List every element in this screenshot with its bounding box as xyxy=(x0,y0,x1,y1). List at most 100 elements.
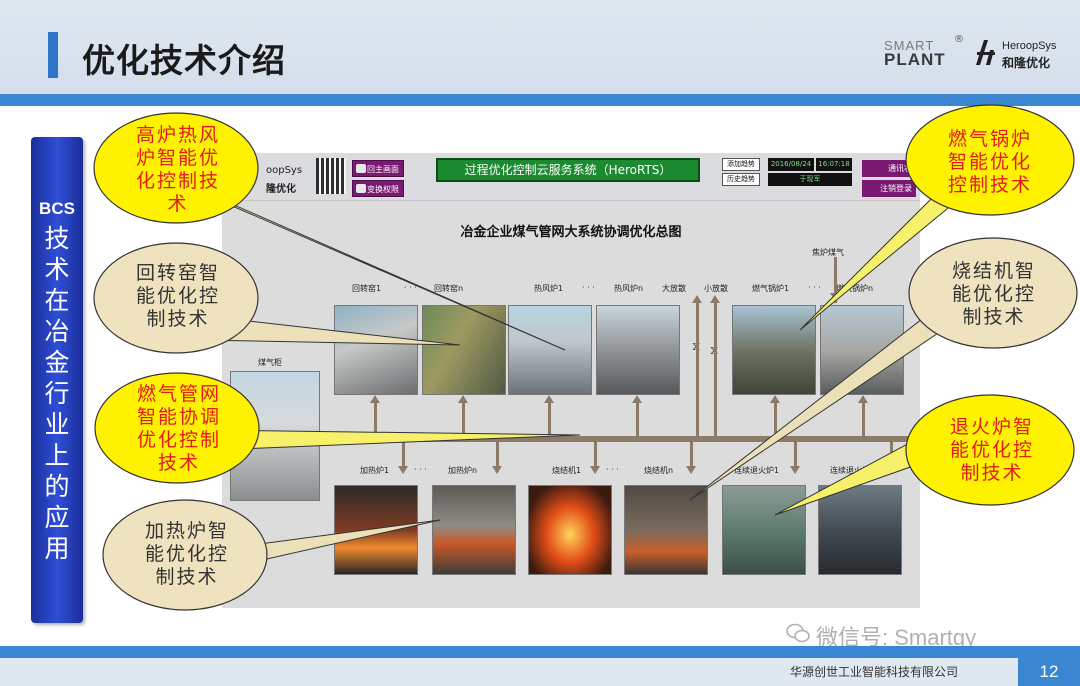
label-dots: · · · xyxy=(404,283,417,292)
hmi-toolbar: oopSys 隆优化 回主画面 变换权限 过程优化控制云服务系统（HeroRTS… xyxy=(222,153,920,201)
arrow-up-icon xyxy=(858,395,868,403)
change-permission-button[interactable]: 变换权限 xyxy=(352,180,404,197)
photo-heating-furnace-1 xyxy=(334,485,418,575)
side-banner-char: 技 xyxy=(44,224,70,253)
side-banner-char: 业 xyxy=(44,410,70,439)
callout-gas-network: 燃气管网智能协调优化控制技术 xyxy=(136,383,221,474)
time-display: 16:07:18 xyxy=(816,158,852,171)
arrow-up-icon xyxy=(710,295,720,303)
footer-divider xyxy=(0,646,1080,658)
photo-annealing-1 xyxy=(722,485,806,575)
hmi-logo-text: oopSys xyxy=(266,165,303,176)
callout-gas-boiler: 燃气锅炉智能优化控制技术 xyxy=(947,128,1032,196)
callout-annealing: 退火炉智能优化控制技术 xyxy=(949,416,1034,484)
page-title: 优化技术介绍 xyxy=(82,41,286,80)
label-sinter-1: 烧结机1 xyxy=(552,466,582,475)
comm-status-button[interactable]: 通讯状 xyxy=(862,160,916,177)
home-icon xyxy=(356,164,366,173)
side-banner-char: 应 xyxy=(44,503,70,532)
photo-hot-stove-1 xyxy=(508,305,592,395)
header-divider xyxy=(0,94,1080,106)
arrow-up-icon xyxy=(632,395,642,403)
label-gas-holder: 煤气柜 xyxy=(258,358,282,367)
hmi-logo-cn: 隆优化 xyxy=(266,184,296,195)
logo-plant-text: PLANT xyxy=(884,50,946,69)
photo-gas-boiler-n xyxy=(820,305,904,395)
page-number: 12 xyxy=(1018,658,1080,686)
photo-heating-furnace-n xyxy=(432,485,516,575)
label-coke-gas: 焦炉煤气 xyxy=(812,248,844,257)
side-banner: BCS 技术在冶金行业上的应用 xyxy=(31,137,83,623)
arrow-up-icon xyxy=(544,395,554,403)
label-stove-n: 热风炉n xyxy=(614,284,644,293)
slide-footer xyxy=(0,658,1080,686)
arrow-up-icon xyxy=(770,395,780,403)
label-anneal-2: 连续退火炉2 xyxy=(830,466,876,475)
heroopsys-mark-icon xyxy=(976,40,995,65)
pipe-branch xyxy=(548,403,551,436)
label-kiln-1: 回转窑1 xyxy=(352,284,382,293)
qr-code-icon xyxy=(316,158,346,194)
side-banner-char: 金 xyxy=(44,348,70,377)
callout-heating-furnace: 加热炉智能优化控制技术 xyxy=(144,520,229,588)
arrow-up-icon xyxy=(458,395,468,403)
label-vent-small: 小放散 xyxy=(704,284,728,293)
hmi-system-title: 过程优化控制云服务系统（HeroRTS） xyxy=(436,158,700,182)
photo-rotary-kiln-1 xyxy=(334,305,418,395)
side-banner-acronym: BCS xyxy=(39,199,75,218)
home-button[interactable]: 回主画面 xyxy=(352,160,404,177)
pipe-branch xyxy=(690,442,693,468)
gas-main-pipe xyxy=(320,436,920,442)
side-banner-char: 行 xyxy=(44,379,70,408)
label-dots: · · · xyxy=(414,465,427,474)
photo-gas-boiler-1 xyxy=(732,305,816,395)
pipe-vent-small xyxy=(714,303,717,436)
photo-annealing-2 xyxy=(818,485,902,575)
label-stove-1: 热风炉1 xyxy=(534,284,564,293)
logo-smart-text: SMART xyxy=(884,38,935,53)
arrow-down-icon xyxy=(830,293,840,301)
side-banner-char: 冶 xyxy=(44,317,70,346)
side-banner-text: 技术在冶金行业上的应用 xyxy=(31,223,83,564)
pipe-branch xyxy=(794,442,797,468)
permission-button-label: 变换权限 xyxy=(367,185,399,194)
title-accent-bar xyxy=(48,32,58,78)
user-display: 于现军 xyxy=(768,173,852,186)
callout-sinter: 烧结机智能优化控制技术 xyxy=(951,260,1036,328)
pipe-branch xyxy=(774,403,777,436)
photo-rotary-kiln-n xyxy=(422,305,506,395)
photo-gas-holder xyxy=(230,371,320,501)
footer-company: 华源创世工业智能科技有限公司 xyxy=(790,665,959,679)
label-heating-1: 加热炉1 xyxy=(360,466,390,475)
pipe-branch xyxy=(462,403,465,436)
pipe-branch xyxy=(862,403,865,436)
logo-hero-en: HeroopSys xyxy=(1002,40,1057,52)
pipe-branch xyxy=(496,442,499,468)
pipe-branch xyxy=(890,442,893,468)
photo-sinter-1 xyxy=(528,485,612,575)
home-button-label: 回主画面 xyxy=(367,165,399,174)
pipe-branch xyxy=(636,403,639,436)
overview-title: 冶金企业煤气管网大系统协调优化总图 xyxy=(460,225,682,240)
arrow-down-icon xyxy=(886,466,896,474)
wechat-icon xyxy=(786,623,810,643)
label-dots: · · · xyxy=(808,283,821,292)
pipe-vent-big xyxy=(696,303,699,436)
arrow-down-icon xyxy=(398,466,408,474)
side-banner-char: 在 xyxy=(44,286,70,315)
logout-button[interactable]: 注销登录 xyxy=(862,180,916,197)
add-trend-button[interactable]: 添加趋势 xyxy=(722,158,760,171)
photo-hot-stove-n xyxy=(596,305,680,395)
side-banner-char: 术 xyxy=(44,255,70,284)
pipe-branch xyxy=(374,403,377,436)
label-boiler-1: 燃气锅炉1 xyxy=(752,284,790,293)
registered-icon: ® xyxy=(954,34,964,45)
label-dots: · · · xyxy=(606,465,619,474)
heroopsys-logo: HeroopSys 和隆优化 xyxy=(974,38,1074,72)
photo-sinter-n xyxy=(624,485,708,575)
side-banner-char: 上 xyxy=(44,441,70,470)
arrow-down-icon xyxy=(590,466,600,474)
slide-header xyxy=(0,0,1080,94)
label-vent-big: 大放散 xyxy=(662,284,686,293)
history-trend-button[interactable]: 历史趋势 xyxy=(722,173,760,186)
